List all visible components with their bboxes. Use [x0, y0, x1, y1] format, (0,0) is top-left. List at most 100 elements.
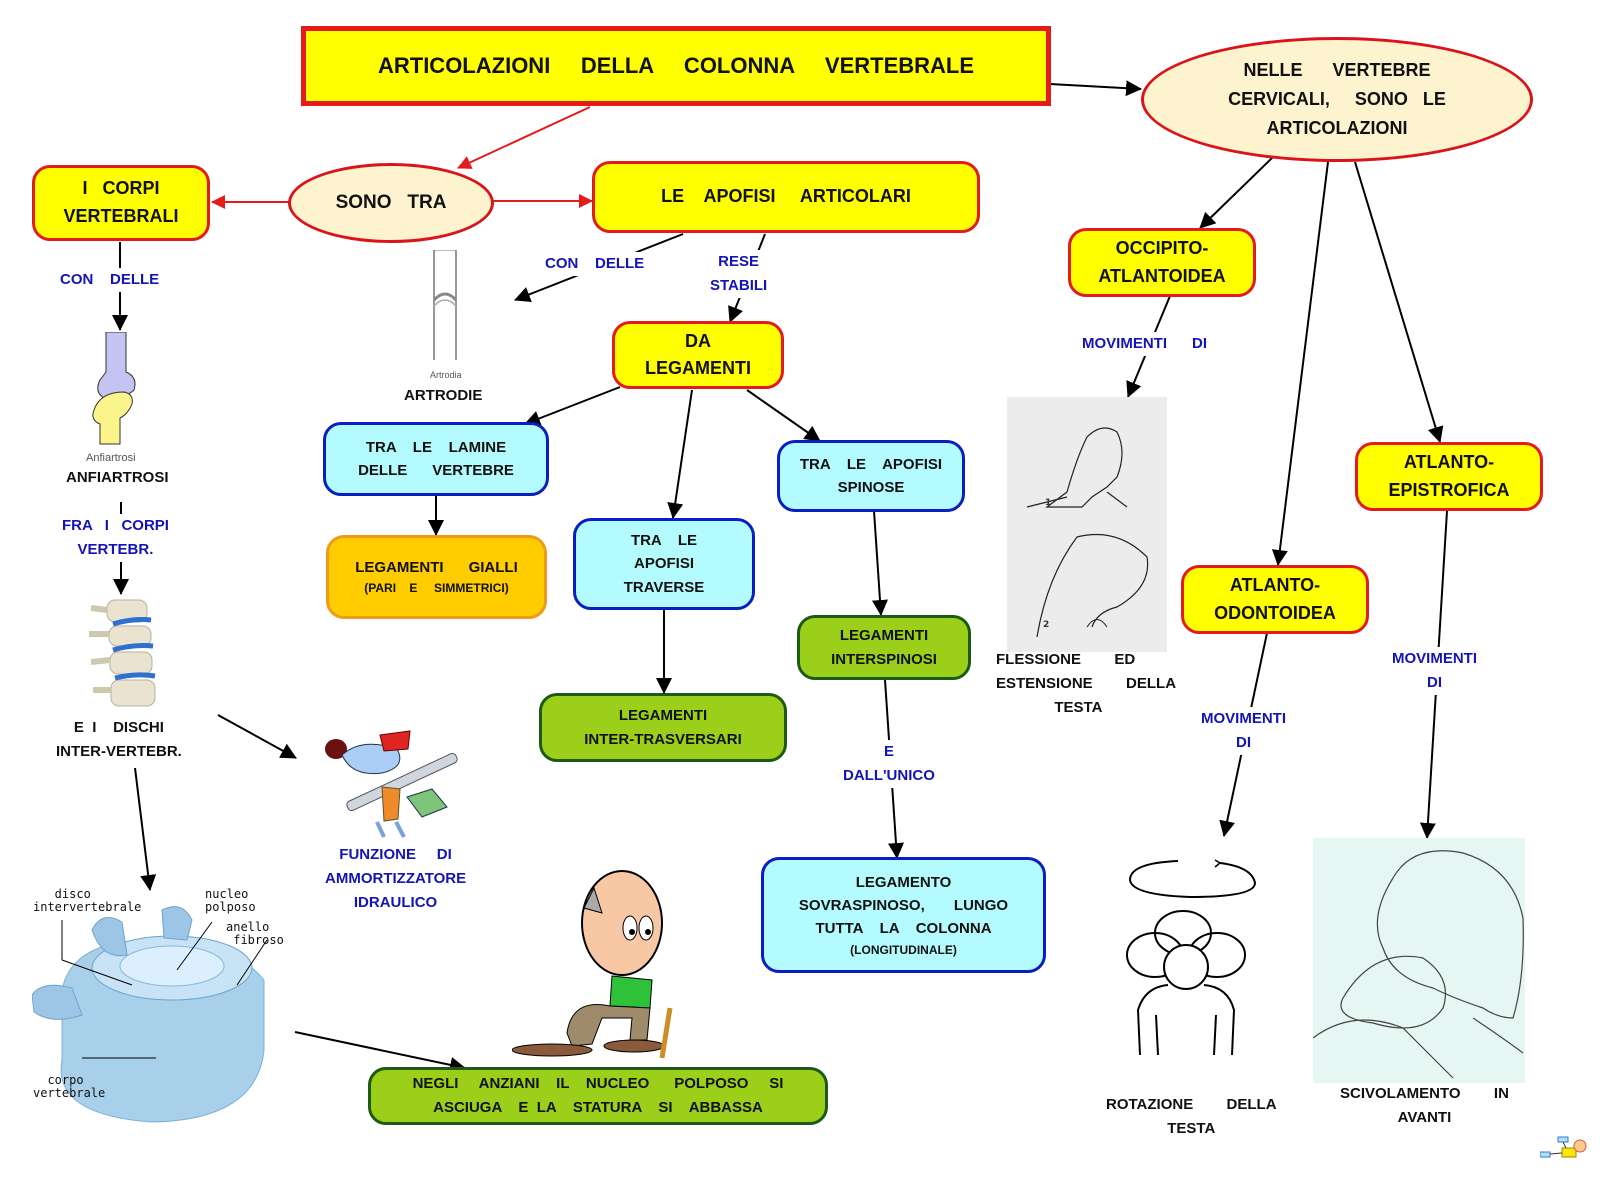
anfiartrosi-illustration [86, 331, 146, 457]
node-text-line: INTER-TRASVERSARI [584, 730, 742, 748]
label-disco: disco intervertebrale [33, 887, 142, 915]
caption-artrodie: ARTRODIE [404, 387, 483, 404]
node-apofisi-articolari[interactable]: LE APOFISI ARTICOLARI [592, 161, 980, 233]
link-label-fra-corpi: FRA I CORPI VERTEBR. [60, 514, 171, 562]
node-text-line: ATLANTOIDEA [1098, 265, 1226, 286]
link-cervicali-occipito [1199, 157, 1273, 229]
node-text-line: NELLE VERTEBRE [1243, 60, 1431, 81]
link-label-movimenti-odontoidea: MOVIMENTI DI [1199, 707, 1288, 755]
node-text-line: TUTTA LA COLONNA [815, 920, 992, 938]
caption-artrodia-small: Artrodia [430, 370, 462, 380]
node-text-line: ASCIUGA E LA STATURA SI ABBASSA [433, 1099, 763, 1116]
node-text-line: SPINOSE [837, 479, 905, 496]
link-cervicali-epistrofica [1354, 161, 1444, 443]
node-inter-trasversari[interactable]: LEGAMENTI INTER-TRASVERSARI [539, 693, 787, 762]
node-apofisi-spinose[interactable]: TRA LE APOFISI SPINOSE [777, 440, 965, 512]
link-dischi-funzione [217, 714, 297, 759]
head-rotation-icon [1126, 859, 1257, 1056]
node-text-line: CERVICALI, SONO LE [1228, 89, 1446, 110]
node-text-line: LE APOFISI ARTICOLARI [661, 186, 911, 207]
node-atlanto-epistrofica[interactable]: ATLANTO- EPISTROFICA [1355, 442, 1543, 511]
node-text-line: INTERSPINOSI [831, 650, 937, 668]
node-text-line: DA [685, 331, 711, 351]
node-text-line: (LONGITUDINALE) [850, 942, 957, 957]
link-label-movimenti-epistrofica: MOVIMENTI DI [1390, 647, 1479, 695]
node-text-line: TRA LE LAMINE [365, 438, 507, 456]
head-flexion-icon: 1 2 [1026, 427, 1149, 638]
link-label-con-delle-left: CON DELLE [58, 268, 162, 292]
caption-funzione: FUNZIONE DI AMMORTIZZATORE IDRAULICO [323, 843, 469, 915]
node-text-line: TRA LE [630, 532, 698, 550]
node-da-legamenti[interactable]: DA LEGAMENTI [612, 321, 784, 389]
concept-map-logo-icon [1539, 1136, 1587, 1158]
node-cervicali[interactable]: NELLE VERTEBRE CERVICALI, SONO LE ARTICO… [1141, 37, 1533, 162]
label-corpo: corpo vertebrale [33, 1073, 106, 1101]
node-text-line: LEGAMENTI [618, 707, 708, 725]
link-title-cervicali [1049, 80, 1142, 97]
node-atlanto-odontoidea[interactable]: ATLANTO- ODONTOIDEA [1181, 565, 1369, 634]
cmap-logo [1539, 1134, 1590, 1164]
node-text-line: (PARI E SIMMETRICI) [364, 581, 509, 596]
link-spinose-interspinosi [872, 510, 888, 616]
link-disco-anziani [294, 1031, 466, 1073]
node-text-line: ARTICOLAZIONI [1266, 117, 1408, 138]
link-title-sonotra [457, 106, 591, 169]
link-legamenti-lamine [524, 386, 621, 427]
main-title-text: ARTICOLAZIONI DELLA COLONNA VERTEBRALE [377, 52, 975, 78]
node-occipito-atlantoidea[interactable]: OCCIPITO- ATLANTOIDEA [1068, 228, 1256, 297]
caption-anfiartrosi-small: Anfiartrosi [86, 452, 136, 464]
rotazione-illustration [1120, 855, 1260, 1065]
node-text-line: I CORPI [82, 178, 160, 199]
node-anziani[interactable]: NEGLI ANZIANI IL NUCLEO POLPOSO SI ASCIU… [368, 1067, 828, 1125]
caption-flessione: FLESSIONE ED ESTENSIONE DELLA TESTA [996, 651, 1177, 716]
link-label-movimenti-occipito: MOVIMENTI DI [1080, 332, 1210, 356]
node-text-line: DELLE VERTEBRE [358, 462, 514, 479]
link-dischi-disco [134, 767, 157, 891]
node-text-line: ATLANTO- [1229, 574, 1321, 595]
node-text-line: ODONTOIDEA [1214, 602, 1336, 623]
node-text-line: NEGLI ANZIANI IL NUCLEO POLPOSO SI [412, 1075, 784, 1092]
node-text-line: ATLANTO- [1403, 451, 1495, 472]
node-legamenti-gialli[interactable]: LEGAMENTI GIALLI (PARI E SIMMETRICI) [326, 535, 547, 619]
node-text-line: TRA LE APOFISI [799, 455, 943, 473]
node-text-line: LEGAMENTI GIALLI [355, 559, 518, 577]
node-text-line: EPISTROFICA [1388, 479, 1510, 500]
link-legamenti-spinose [746, 389, 821, 442]
link-label-con-delle-mid: CON DELLE [543, 252, 647, 276]
node-corpi-vertebrali[interactable]: I CORPI VERTEBRALI [32, 165, 210, 241]
node-sono-tra-text: SONO TRA [335, 192, 447, 214]
main-title: ARTICOLAZIONI DELLA COLONNA VERTEBRALE [301, 26, 1051, 106]
artrodia-illustration [430, 249, 460, 368]
old-man-cartoon-icon [511, 870, 673, 1059]
spine-icon [89, 599, 156, 707]
label-nucleo: nucleo polposo [205, 887, 256, 915]
svg-text:2: 2 [1043, 620, 1049, 630]
node-sono-tra[interactable]: SONO TRA [288, 163, 494, 243]
head-forward-slide-icon [1312, 850, 1524, 1079]
link-label-rese-stabili: RESE STABILI [708, 250, 770, 298]
node-text-line: APOFISI [633, 555, 694, 573]
caption-anfiartrosi: ANFIARTROSI [66, 469, 169, 486]
node-text-line: LEGAMENTI [645, 358, 751, 378]
node-text-line: SOVRASPINOSO, LUNGO [798, 897, 1009, 915]
scivolamento-illustration [1312, 838, 1525, 1083]
intervertebral-disc-icon [31, 906, 268, 1123]
node-lamine[interactable]: TRA LE LAMINE DELLE VERTEBRE [323, 422, 549, 496]
old-man-illustration [511, 868, 687, 1060]
flessione-illustration: 1 2 [1007, 397, 1167, 652]
node-apofisi-traverse[interactable]: TRA LE APOFISI TRAVERSE [573, 518, 755, 610]
node-text-line: TRAVERSE [623, 578, 705, 596]
caption-dischi: E I DISCHI INTER-VERTEBR. [56, 719, 182, 760]
artrodia-joint-icon [432, 249, 458, 360]
link-cervicali-odontoidea [1271, 161, 1329, 566]
caption-rotazione: ROTAZIONE DELLA TESTA [1106, 1096, 1277, 1137]
node-interspinosi[interactable]: LEGAMENTI INTERSPINOSI [797, 615, 971, 680]
disc-illustration [31, 900, 272, 1125]
link-legamenti-traverse [667, 389, 693, 519]
node-text-line: LEGAMENTI [839, 627, 929, 645]
spine-illustration [85, 598, 160, 713]
node-text-line: VERTEBRALI [63, 206, 179, 226]
node-sovraspinoso[interactable]: LEGAMENTO SOVRASPINOSO, LUNGO TUTTA LA C… [761, 857, 1046, 973]
node-text-line: LEGAMENTO [855, 873, 952, 891]
svg-text:1: 1 [1045, 498, 1051, 508]
